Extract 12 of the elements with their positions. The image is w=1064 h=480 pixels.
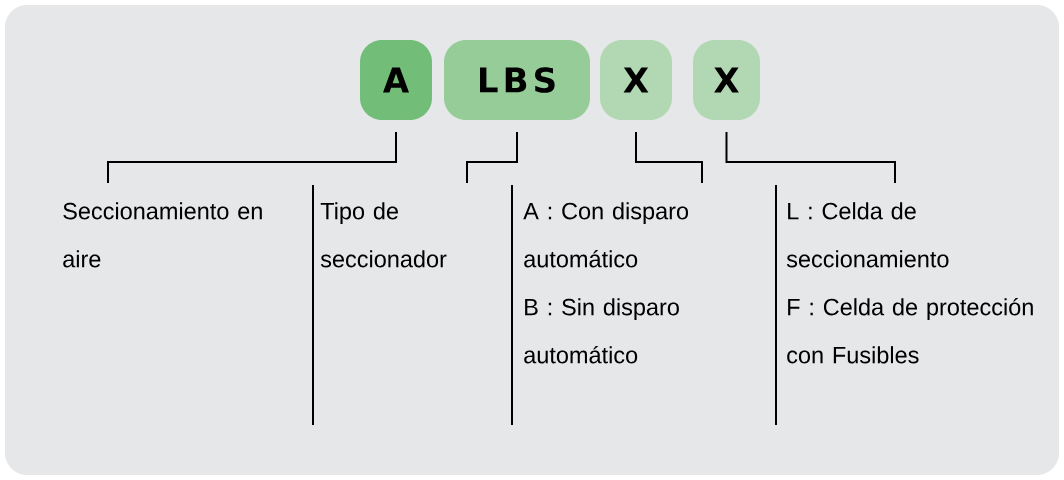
- code-box: X: [693, 40, 760, 120]
- description-text: Tipo de seccionador: [320, 202, 447, 268]
- bracket-line: [635, 131, 703, 184]
- code-box: LBS: [444, 40, 590, 120]
- code-box: X: [600, 40, 672, 120]
- description-text: A : Con disparo automático B : Sin disparo automático: [523, 202, 689, 364]
- bracket-line: [466, 131, 518, 184]
- bracket-line: [725, 131, 896, 184]
- code-box: A: [360, 40, 432, 120]
- description-text: L : Celda de seccionamiento F : Celda de protección con Fusibles: [786, 202, 1033, 364]
- bracket-line: [107, 131, 397, 184]
- description-text: Seccionamiento en aire: [63, 202, 262, 268]
